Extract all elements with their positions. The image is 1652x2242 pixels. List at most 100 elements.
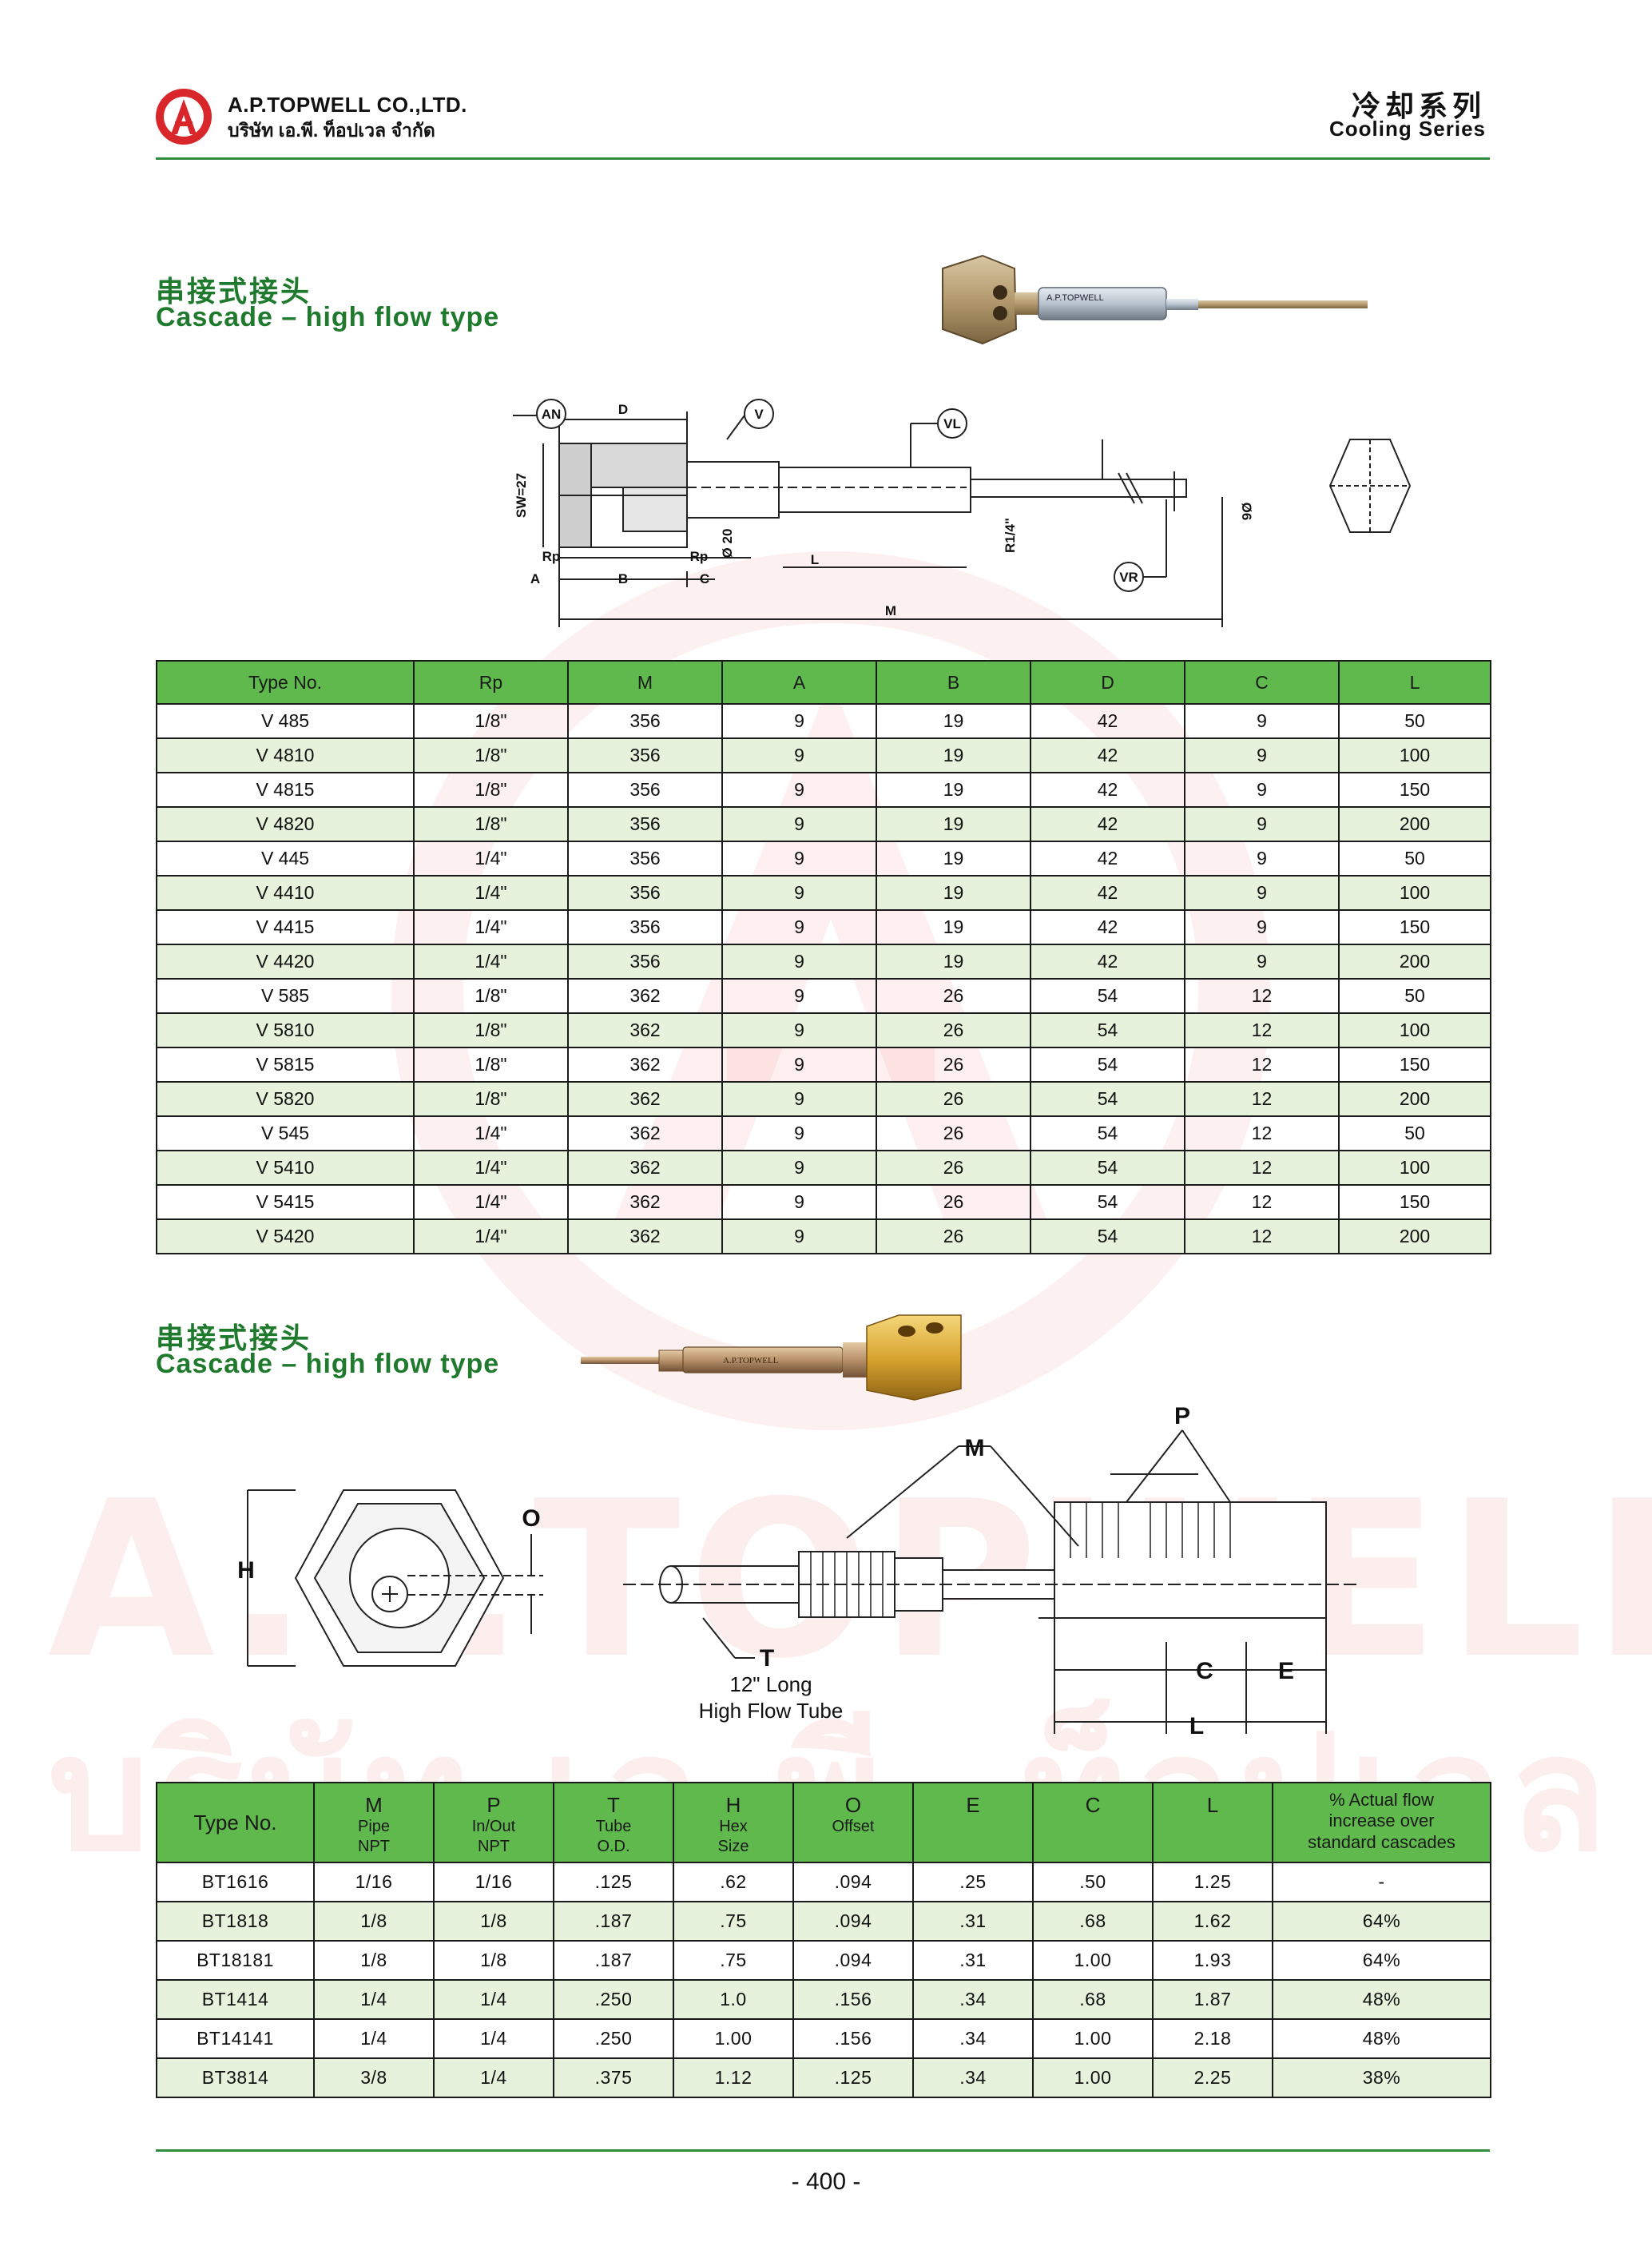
table-cell: 26 — [876, 1047, 1031, 1083]
dim-label-t: T — [760, 1645, 774, 1672]
dim-label-c2: C — [1196, 1658, 1213, 1684]
dim-label-m: M — [885, 603, 896, 618]
table-cell: 356 — [567, 875, 723, 911]
table-cell: 26 — [876, 1218, 1031, 1254]
table-cell: 1.93 — [1152, 1940, 1273, 1981]
table-cell: V 4415 — [156, 909, 415, 945]
table-cell: 9 — [1184, 841, 1340, 877]
table-cell: 1.00 — [673, 2018, 794, 2059]
table-cell: 50 — [1338, 703, 1491, 739]
dim-label-b: B — [618, 571, 628, 586]
table-cell: 42 — [1030, 806, 1185, 842]
table-cell: 1/4" — [413, 1115, 569, 1151]
table-cell: 200 — [1338, 1081, 1491, 1117]
dim-label-o: O — [522, 1505, 540, 1532]
table-cell: 100 — [1338, 1150, 1491, 1186]
dim-label-l2: L — [1189, 1713, 1204, 1739]
table-cell: BT1818 — [156, 1901, 315, 1942]
table-cell: 1.00 — [1032, 2018, 1154, 2059]
table-cell: .250 — [553, 1979, 674, 2020]
table-cell: 42 — [1030, 909, 1185, 945]
table-cell: 1/4 — [313, 1979, 435, 2020]
table-cell: V 4810 — [156, 737, 415, 773]
table-cell: 12 — [1184, 1150, 1340, 1186]
dim-label-e: E — [1278, 1658, 1294, 1684]
table-cell: 1/8" — [413, 1012, 569, 1048]
table-cell: 64% — [1272, 1901, 1491, 1942]
table-cell: 12 — [1184, 1115, 1340, 1151]
table-cell: BT14141 — [156, 2018, 315, 2059]
table-cell: 1/4" — [413, 1184, 569, 1220]
table-cell: BT18181 — [156, 1940, 315, 1981]
table-header-row: Type No. Rp M A B D C L — [156, 660, 1491, 705]
table-cell: 1/4 — [433, 2018, 554, 2059]
table-cell: 356 — [567, 841, 723, 877]
table-cell: V 5415 — [156, 1184, 415, 1220]
table-cell: 54 — [1030, 1150, 1185, 1186]
table-cell: 19 — [876, 841, 1031, 877]
table-cell: 9 — [1184, 806, 1340, 842]
section2-product-photo: A.P.TOPWELL — [581, 1314, 962, 1401]
table-cell: 356 — [567, 944, 723, 980]
table-cell: 9 — [721, 909, 877, 945]
table-cell: 362 — [567, 1012, 723, 1048]
section1-title-en: Cascade – high flow type — [156, 302, 500, 332]
table-cell: 1.00 — [1032, 2057, 1154, 2098]
table-cell: 19 — [876, 806, 1031, 842]
table-cell: 54 — [1030, 1218, 1185, 1254]
table-cell: V 5810 — [156, 1012, 415, 1048]
table-cell: 1/4 — [313, 2018, 435, 2059]
dim-label-c: C — [700, 571, 709, 586]
col-header-l: L — [1152, 1782, 1273, 1863]
table-cell: 2.18 — [1152, 2018, 1273, 2059]
table-cell: 1/4 — [433, 2057, 554, 2098]
table-cell: 50 — [1338, 1115, 1491, 1151]
dim-label-an: AN — [542, 407, 562, 422]
table-cell: .68 — [1032, 1901, 1154, 1942]
table-cell: .094 — [792, 1862, 914, 1902]
table-cell: .75 — [673, 1940, 794, 1981]
table-cell: 12 — [1184, 1047, 1340, 1083]
table-cell: .62 — [673, 1862, 794, 1902]
table-cell: BT3814 — [156, 2057, 315, 2098]
table-cell: 42 — [1030, 703, 1185, 739]
table-cell: .31 — [912, 1901, 1034, 1942]
table-cell: 9 — [721, 806, 877, 842]
table-cell: 54 — [1030, 1184, 1185, 1220]
table-cell: .187 — [553, 1901, 674, 1942]
table-cell: 38% — [1272, 2057, 1491, 2098]
table-cell: 3/8 — [313, 2057, 435, 2098]
table-cell: 1.0 — [673, 1979, 794, 2020]
table-cell: 9 — [721, 1150, 877, 1186]
table-cell: 12 — [1184, 978, 1340, 1014]
table-cell: 1/4" — [413, 1150, 569, 1186]
table-cell: 100 — [1338, 875, 1491, 911]
table-cell: 1.25 — [1152, 1862, 1273, 1902]
table-cell: 150 — [1338, 1184, 1491, 1220]
table-cell: .75 — [673, 1901, 794, 1942]
table-cell: 362 — [567, 978, 723, 1014]
table-cell: 42 — [1030, 841, 1185, 877]
table-cell: V 5820 — [156, 1081, 415, 1117]
dim-label-dia6: Ø6 — [1239, 503, 1254, 521]
dim-label-a: A — [530, 571, 540, 586]
table-cell: 1.62 — [1152, 1901, 1273, 1942]
dim-label-m2: M — [965, 1435, 985, 1461]
table-cell: 362 — [567, 1150, 723, 1186]
table-cell: .250 — [553, 2018, 674, 2059]
col-header-c: C — [1184, 660, 1340, 705]
table-cell: .34 — [912, 2018, 1034, 2059]
table-cell: 1/4" — [413, 944, 569, 980]
col-header-type: Type No. — [156, 660, 415, 705]
table-cell: 1/8" — [413, 1081, 569, 1117]
